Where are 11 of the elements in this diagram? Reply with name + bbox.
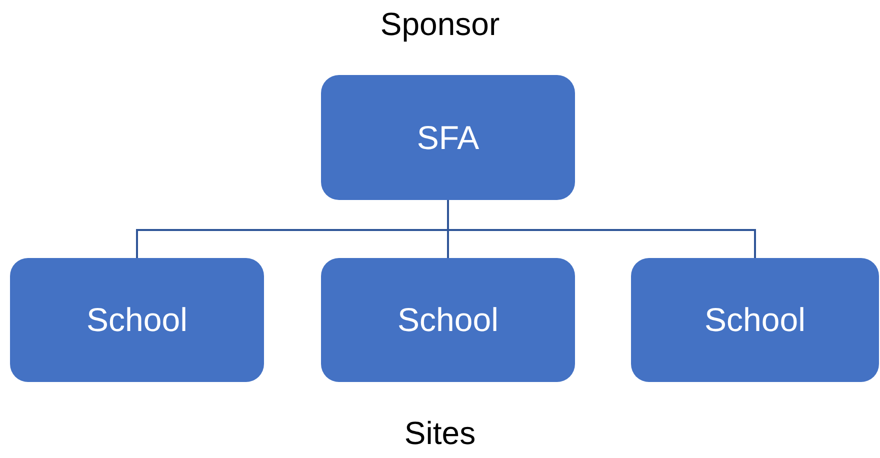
node-label: School [398, 301, 498, 339]
rounded-box [10, 258, 264, 382]
node-label: School [704, 301, 806, 339]
connector-line [447, 200, 756, 258]
rounded-box [631, 258, 879, 382]
level-label: Sites [404, 415, 476, 452]
node-label: SFA [416, 118, 480, 156]
level-label: Sponsor [380, 6, 500, 43]
rounded-box [321, 258, 575, 382]
rounded-box [321, 75, 575, 200]
node-label: School [86, 301, 188, 339]
